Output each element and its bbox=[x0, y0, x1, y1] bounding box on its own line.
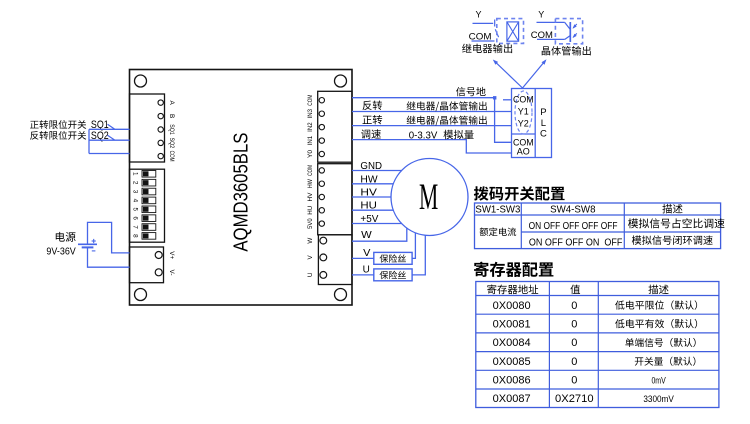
svg-text:SQ1: SQ1 bbox=[91, 119, 109, 131]
svg-text:0X0084: 0X0084 bbox=[493, 337, 531, 349]
svg-text:M: M bbox=[419, 176, 438, 218]
svg-text:+5V: +5V bbox=[360, 214, 378, 225]
svg-text:COM: COM bbox=[307, 165, 314, 176]
svg-text:COM: COM bbox=[513, 138, 534, 148]
svg-text:5: 5 bbox=[132, 207, 139, 211]
svg-text:W: W bbox=[307, 238, 314, 244]
svg-text:HU: HU bbox=[360, 201, 377, 212]
svg-text:Y1: Y1 bbox=[518, 106, 529, 116]
svg-text:3: 3 bbox=[132, 190, 139, 194]
svg-text:5V0: 5V0 bbox=[307, 218, 314, 229]
svg-text:B: B bbox=[168, 114, 175, 118]
svg-text:V: V bbox=[363, 248, 371, 259]
svg-text:COM: COM bbox=[469, 31, 492, 41]
svg-text:6: 6 bbox=[132, 216, 139, 220]
svg-text:U: U bbox=[307, 272, 314, 277]
svg-text:HW: HW bbox=[360, 174, 378, 185]
svg-text:0mV: 0mV bbox=[651, 376, 666, 387]
svg-text:HV: HV bbox=[360, 188, 377, 199]
svg-text:Y0: Y0 bbox=[307, 149, 314, 158]
svg-text:SQ2: SQ2 bbox=[91, 130, 109, 142]
svg-text:HU: HU bbox=[307, 205, 314, 214]
svg-text:7: 7 bbox=[132, 225, 139, 229]
svg-text:W: W bbox=[361, 230, 372, 241]
svg-text:Y: Y bbox=[538, 10, 544, 20]
svg-text:0X0080: 0X0080 bbox=[493, 300, 531, 312]
svg-text:AQMD3605BLS: AQMD3605BLS bbox=[231, 133, 253, 252]
svg-text:U: U bbox=[363, 265, 370, 276]
svg-text:ON OFF OFF ON OFF: ON OFF OFF ON OFF bbox=[529, 237, 623, 248]
svg-text:V+: V+ bbox=[168, 251, 175, 259]
svg-text:COM: COM bbox=[307, 95, 314, 106]
svg-text:9V-36V: 9V-36V bbox=[46, 247, 76, 258]
svg-text:0: 0 bbox=[571, 300, 577, 312]
svg-text:SW1-SW3: SW1-SW3 bbox=[475, 204, 520, 215]
svg-text:1: 1 bbox=[132, 172, 139, 176]
svg-text:4: 4 bbox=[132, 199, 139, 203]
svg-text:0X0085: 0X0085 bbox=[493, 356, 531, 368]
svg-text:SQ1: SQ1 bbox=[168, 124, 175, 135]
svg-text:IN1: IN1 bbox=[307, 135, 314, 145]
svg-text:Y: Y bbox=[475, 10, 481, 20]
svg-text:0X0087: 0X0087 bbox=[493, 393, 531, 405]
svg-text:SQ2: SQ2 bbox=[168, 138, 175, 149]
svg-text:L: L bbox=[541, 118, 546, 129]
svg-text:A: A bbox=[168, 100, 175, 105]
svg-text:ON OFF OFF OFF OFF: ON OFF OFF OFF OFF bbox=[529, 221, 618, 232]
svg-text:0: 0 bbox=[571, 318, 577, 330]
svg-text:COM: COM bbox=[531, 30, 553, 40]
svg-text:SW4-SW8: SW4-SW8 bbox=[550, 204, 596, 215]
svg-text:HV: HV bbox=[307, 192, 314, 202]
svg-text:8: 8 bbox=[132, 234, 139, 238]
svg-text:HW: HW bbox=[307, 179, 314, 188]
svg-text:IN2: IN2 bbox=[307, 122, 314, 132]
svg-text:IN3: IN3 bbox=[307, 108, 314, 118]
svg-text:0: 0 bbox=[571, 337, 577, 349]
svg-text:COM: COM bbox=[168, 151, 175, 162]
svg-text:C: C bbox=[540, 128, 547, 139]
svg-text:0: 0 bbox=[571, 356, 577, 368]
svg-text:V-: V- bbox=[168, 270, 175, 276]
svg-text:0X0086: 0X0086 bbox=[493, 375, 531, 387]
svg-text:GND: GND bbox=[360, 161, 382, 172]
svg-text:P: P bbox=[540, 107, 546, 118]
svg-text:0: 0 bbox=[571, 375, 577, 387]
svg-text:0-3.3V: 0-3.3V bbox=[409, 130, 438, 141]
svg-text:COM: COM bbox=[513, 95, 534, 105]
svg-text:0X0081: 0X0081 bbox=[493, 318, 531, 330]
svg-text:V: V bbox=[307, 255, 314, 260]
svg-text:AO: AO bbox=[517, 147, 530, 157]
svg-text:3300mV: 3300mV bbox=[643, 394, 674, 405]
svg-text:0X2710: 0X2710 bbox=[555, 393, 594, 405]
svg-text:2: 2 bbox=[132, 181, 139, 185]
svg-text:Y2: Y2 bbox=[518, 118, 529, 128]
